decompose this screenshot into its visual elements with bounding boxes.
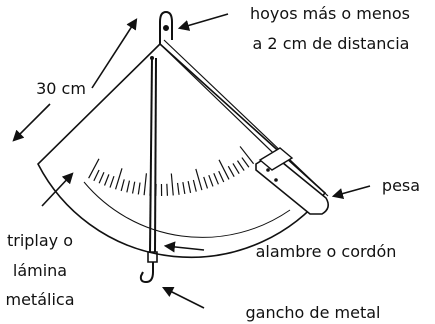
scale-tick — [218, 170, 225, 183]
scale-tick — [166, 183, 169, 196]
board-label-line-1: triplay o — [7, 231, 73, 250]
scale-tick — [192, 179, 197, 192]
weight-arrow — [331, 185, 371, 199]
pivot-hook — [150, 10, 173, 60]
scale-tick — [114, 168, 123, 190]
scale-tick — [103, 174, 110, 186]
scale-tick — [126, 180, 131, 193]
scale-tick — [208, 175, 214, 187]
scale-tick — [143, 173, 148, 196]
weight-label: pesa — [382, 176, 420, 195]
holes-label-line-1: hoyos más o menos — [250, 4, 410, 23]
scale-tick — [93, 169, 100, 182]
scale-tick — [241, 157, 250, 168]
scale-tick — [232, 163, 240, 175]
board-label-line-2: lámina — [13, 261, 67, 280]
dimension-arrow-lower — [12, 103, 51, 142]
board-arrow — [41, 172, 74, 207]
holes-arrow — [177, 13, 229, 31]
scale-tick — [195, 168, 203, 191]
scale-tick — [218, 159, 230, 180]
metal-hook — [139, 262, 154, 284]
scale-tick — [109, 176, 115, 188]
scale-tick — [239, 146, 255, 165]
scale-ticks — [88, 146, 255, 196]
wire-arrow — [163, 241, 205, 253]
scale-tick — [120, 179, 125, 192]
scale-arc — [83, 181, 291, 238]
hook-label: gancho de metal — [246, 303, 381, 322]
scale-tick — [182, 182, 186, 195]
dimension-arrow-upper — [91, 18, 138, 89]
scale-tick — [187, 181, 192, 194]
wire-label: alambre o cordón — [256, 242, 397, 261]
scale-tick — [131, 181, 136, 194]
length-label: 30 cm — [36, 79, 86, 98]
board-label-line-3: metálica — [6, 290, 75, 309]
plumb-line — [147, 57, 158, 263]
scale-tick — [176, 182, 180, 195]
scale-tick — [88, 158, 100, 179]
scale-tick — [236, 160, 245, 171]
weight-block — [159, 39, 330, 215]
scale-tick — [203, 176, 209, 189]
holes-label-line-2: a 2 cm de distancia — [253, 34, 410, 53]
scale-tick — [98, 172, 105, 184]
scale-tick — [170, 173, 174, 196]
scale-tick — [227, 165, 235, 177]
scale-tick — [137, 182, 141, 195]
hook-arrow — [161, 286, 205, 309]
scale-tick — [213, 173, 219, 185]
quadrant-board — [37, 42, 327, 259]
